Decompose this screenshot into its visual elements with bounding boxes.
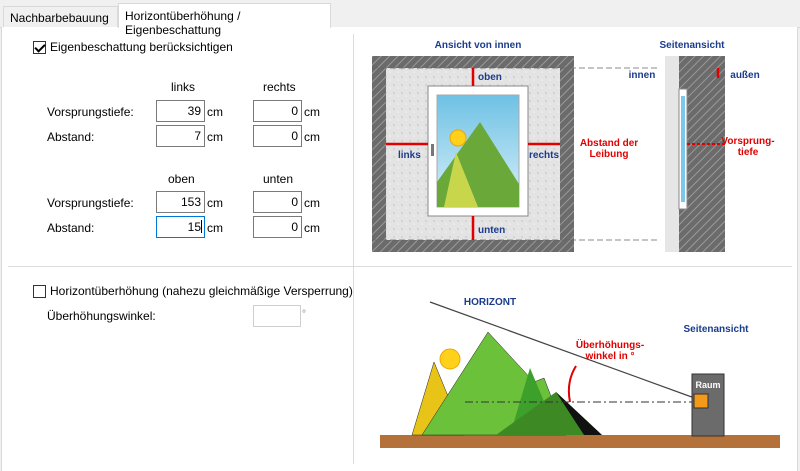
horizon-line [429, 301, 701, 401]
window-hill [444, 152, 478, 207]
abstand-oben-value: 15 [187, 220, 201, 234]
label-rechts: rechts [529, 150, 559, 161]
eigenbeschattung-checkbox[interactable]: Eigenbeschattung berücksichtigen [33, 40, 233, 54]
section-divider [8, 266, 792, 267]
mountain-shadow [556, 392, 602, 435]
abstand-leibung-line1: Abstand der [580, 138, 638, 149]
vorsprung-oben-input[interactable]: 153 [156, 191, 205, 213]
unit-label: cm [304, 130, 320, 144]
col-header-rechts: rechts [263, 80, 296, 94]
abstand-unten-input[interactable]: 0 [253, 216, 302, 238]
unit-label: cm [304, 105, 320, 119]
row-label-abstand-lr: Abstand: [47, 130, 95, 144]
unit-label: cm [207, 196, 223, 210]
abstand-rechts-input[interactable]: 0 [253, 125, 302, 147]
label-aussen: außen [730, 70, 759, 81]
ueberhoehungswinkel-label: Überhöhungswinkel: [47, 309, 156, 323]
ground [380, 435, 780, 448]
unit-label: cm [304, 196, 320, 210]
column-divider [353, 34, 354, 464]
angle-arc [567, 365, 577, 403]
label-raum: Raum [695, 380, 720, 390]
abstand-oben-input[interactable]: 15 [156, 216, 205, 238]
tab-nachbarbebauung[interactable]: Nachbarbebauung [3, 6, 118, 28]
side-plaster [665, 56, 679, 252]
eigenbeschattung-label: Eigenbeschattung berücksichtigen [50, 40, 233, 54]
checkbox-box[interactable] [33, 284, 46, 298]
raum-window [693, 393, 709, 409]
label-innen: innen [629, 70, 656, 81]
label-seitenansicht-2: Seitenansicht [683, 324, 749, 335]
window-shading-diagram: Ansicht von innen Seitenansicht oben unt… [372, 40, 775, 252]
vorsprungstiefe-line2: tiefe [738, 147, 759, 158]
abstand-links-input[interactable]: 7 [156, 125, 205, 147]
sun-icon [449, 129, 467, 147]
mountain-dark [496, 392, 602, 435]
unit-label: cm [207, 130, 223, 144]
row-label-vorsprungstiefe-lr: Vorsprungstiefe: [47, 105, 134, 119]
label-unten: unten [478, 225, 505, 236]
window-handle-icon [431, 144, 434, 156]
winkel-line1: Überhöhungs- [576, 338, 644, 351]
horizontueberhoehung-label: Horizontüberhöhung (nahezu gleichmäßige … [50, 284, 353, 298]
side-glass [681, 96, 685, 202]
unit-label: cm [207, 105, 223, 119]
sun-icon-2 [439, 348, 461, 370]
col-header-unten: unten [263, 172, 294, 186]
degree-unit: ° [302, 309, 306, 320]
title-seitenansicht: Seitenansicht [659, 40, 725, 51]
checkbox-box[interactable] [33, 40, 46, 54]
label-horizont: HORIZONT [464, 297, 516, 308]
ueberhoehungswinkel-input[interactable] [253, 305, 301, 327]
col-header-oben: oben [168, 172, 195, 186]
vorsprung-rechts-input[interactable]: 0 [253, 100, 302, 122]
tab-horizontueberhoehung[interactable]: Horizontüberhöhung / Eigenbeschattung [118, 3, 331, 37]
text-caret [201, 220, 202, 233]
horizon-diagram: HORIZONT Seitenansicht Überhöhungs- wink… [380, 297, 780, 448]
row-label-abstand-ou: Abstand: [47, 221, 95, 235]
tab-strip: Nachbarbebauung Horizontüberhöhung / Eig… [0, 0, 800, 37]
title-ansicht-innen: Ansicht von innen [435, 40, 522, 51]
unit-label: cm [207, 221, 223, 235]
row-label-vorsprungstiefe-ou: Vorsprungstiefe: [47, 196, 134, 210]
unit-label: cm [304, 221, 320, 235]
label-links: links [398, 150, 421, 161]
vorsprungstiefe-line1: Vorsprung- [721, 136, 774, 147]
col-header-links: links [171, 80, 196, 94]
label-oben: oben [478, 72, 502, 83]
vorsprung-unten-input[interactable]: 0 [253, 191, 302, 213]
vorsprung-links-input[interactable]: 39 [156, 100, 205, 122]
abstand-leibung-line2: Leibung [590, 149, 629, 160]
horizontueberhoehung-checkbox[interactable]: Horizontüberhöhung (nahezu gleichmäßige … [33, 284, 353, 298]
winkel-line2: winkel in ° [584, 351, 634, 362]
